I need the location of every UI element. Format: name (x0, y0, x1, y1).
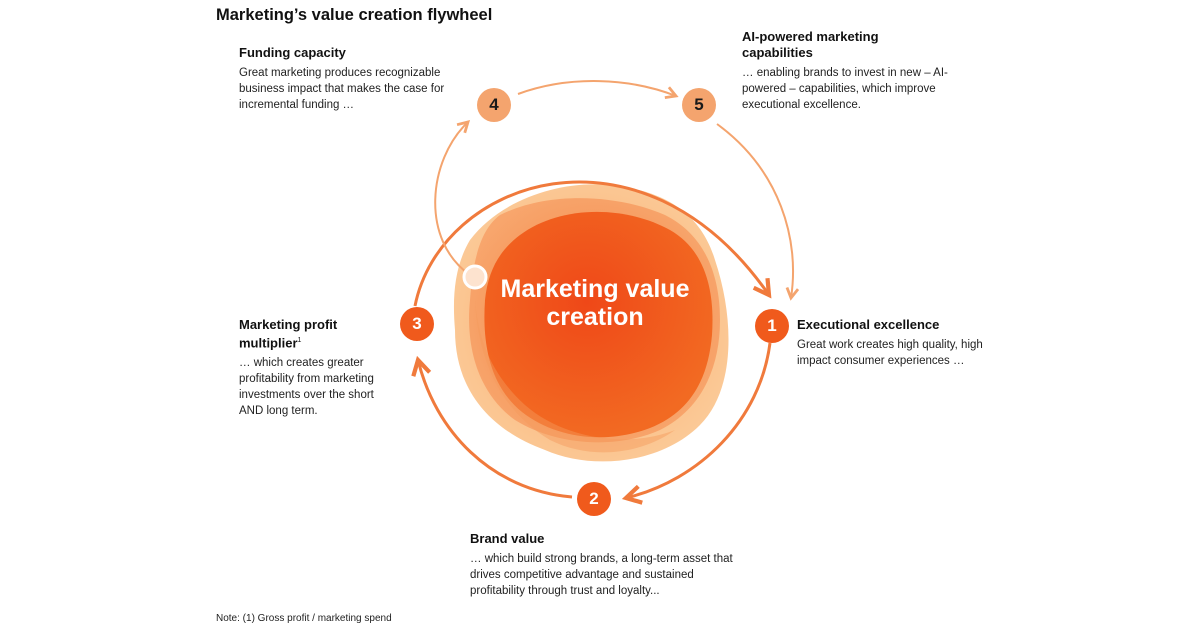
step-badge-4: 4 (477, 88, 511, 122)
arrow-4-to-5 (518, 81, 676, 96)
step-badge-2: 2 (577, 482, 611, 516)
step-5-block: AI-powered marketing capabilities … enab… (742, 29, 978, 113)
step-5-body: … enabling brands to invest in new – AI-… (742, 65, 978, 113)
step-1-heading: Executional excellence (797, 317, 987, 333)
step-3-body: … which creates greater profitability fr… (239, 355, 399, 419)
step-1-block: Executional excellence Great work create… (797, 317, 987, 369)
arrow-5-to-1 (717, 124, 793, 298)
loop-origin-ring (464, 266, 486, 288)
step-3-heading-row: Marketing profit multiplier1 (239, 317, 399, 351)
footnote-marker: 1 (298, 337, 302, 344)
step-4-block: Funding capacity Great marketing produce… (239, 45, 469, 113)
step-badge-5: 5 (682, 88, 716, 122)
step-3-heading: Marketing profit multiplier (239, 317, 337, 350)
step-4-heading: Funding capacity (239, 45, 469, 61)
diagram-title: Marketing’s value creation flywheel (216, 6, 492, 25)
step-1-body: Great work creates high quality, high im… (797, 337, 987, 369)
center-label: Marketing value creation (500, 275, 690, 331)
step-2-body: … which build strong brands, a long-term… (470, 551, 740, 599)
step-4-body: Great marketing produces recognizable bu… (239, 65, 469, 113)
step-5-heading: AI-powered marketing capabilities (742, 29, 907, 61)
step-badge-3: 3 (400, 307, 434, 341)
footnote: Note: (1) Gross profit / marketing spend (216, 613, 392, 624)
step-2-block: Brand value … which build strong brands,… (470, 531, 740, 599)
step-badge-1: 1 (755, 309, 789, 343)
step-3-block: Marketing profit multiplier1 … which cre… (239, 317, 399, 419)
step-2-heading: Brand value (470, 531, 740, 547)
